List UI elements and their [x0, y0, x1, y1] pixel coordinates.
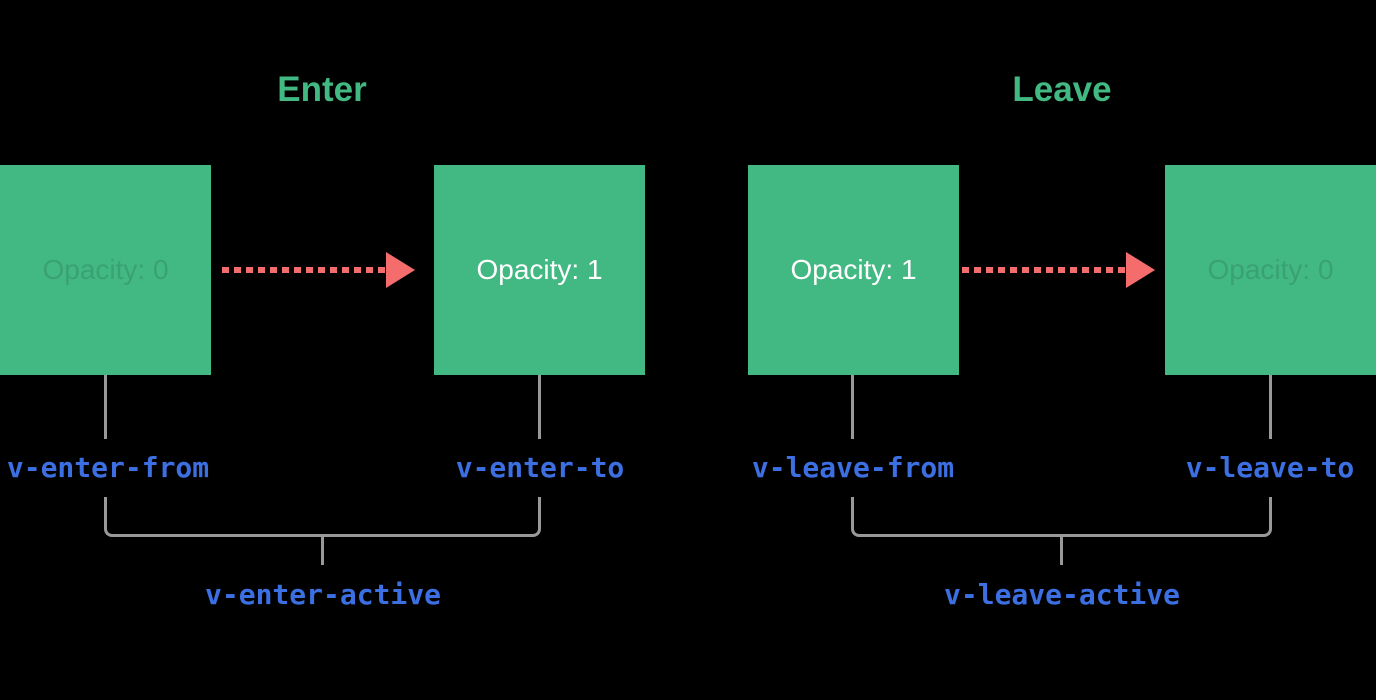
- leave-to-box-label: Opacity: 0: [1207, 254, 1334, 285]
- enter-active-bracket: [104, 497, 541, 537]
- dashed-arrow-icon: [222, 252, 415, 288]
- enter-from-class-label: v-enter-from: [6, 451, 210, 484]
- enter-to-class-label: v-enter-to: [455, 451, 625, 484]
- enter-active-stem-line: [321, 535, 324, 565]
- leave-section-title: Leave: [1012, 70, 1112, 109]
- leave-to-connector-line: [1269, 375, 1272, 439]
- enter-to-connector-line: [538, 375, 541, 439]
- enter-from-box-label: Opacity: 0: [42, 254, 169, 285]
- enter-from-connector-line: [104, 375, 107, 439]
- enter-to-box-label: Opacity: 1: [476, 254, 603, 285]
- leave-active-stem-line: [1060, 535, 1063, 565]
- enter-section-title: Enter: [277, 70, 367, 109]
- enter-active-class-label: v-enter-active: [204, 578, 442, 611]
- leave-from-class-label: v-leave-from: [751, 451, 955, 484]
- enter-from-box: Opacity: 0: [0, 165, 211, 375]
- enter-to-box: Opacity: 1: [434, 165, 645, 375]
- leave-from-box-label: Opacity: 1: [790, 254, 917, 285]
- leave-from-connector-line: [851, 375, 854, 439]
- dashed-arrow-icon: [962, 252, 1155, 288]
- leave-active-class-label: v-leave-active: [943, 578, 1181, 611]
- leave-from-box: Opacity: 1: [748, 165, 959, 375]
- leave-to-class-label: v-leave-to: [1185, 451, 1355, 484]
- leave-to-box: Opacity: 0: [1165, 165, 1376, 375]
- leave-active-bracket: [851, 497, 1272, 537]
